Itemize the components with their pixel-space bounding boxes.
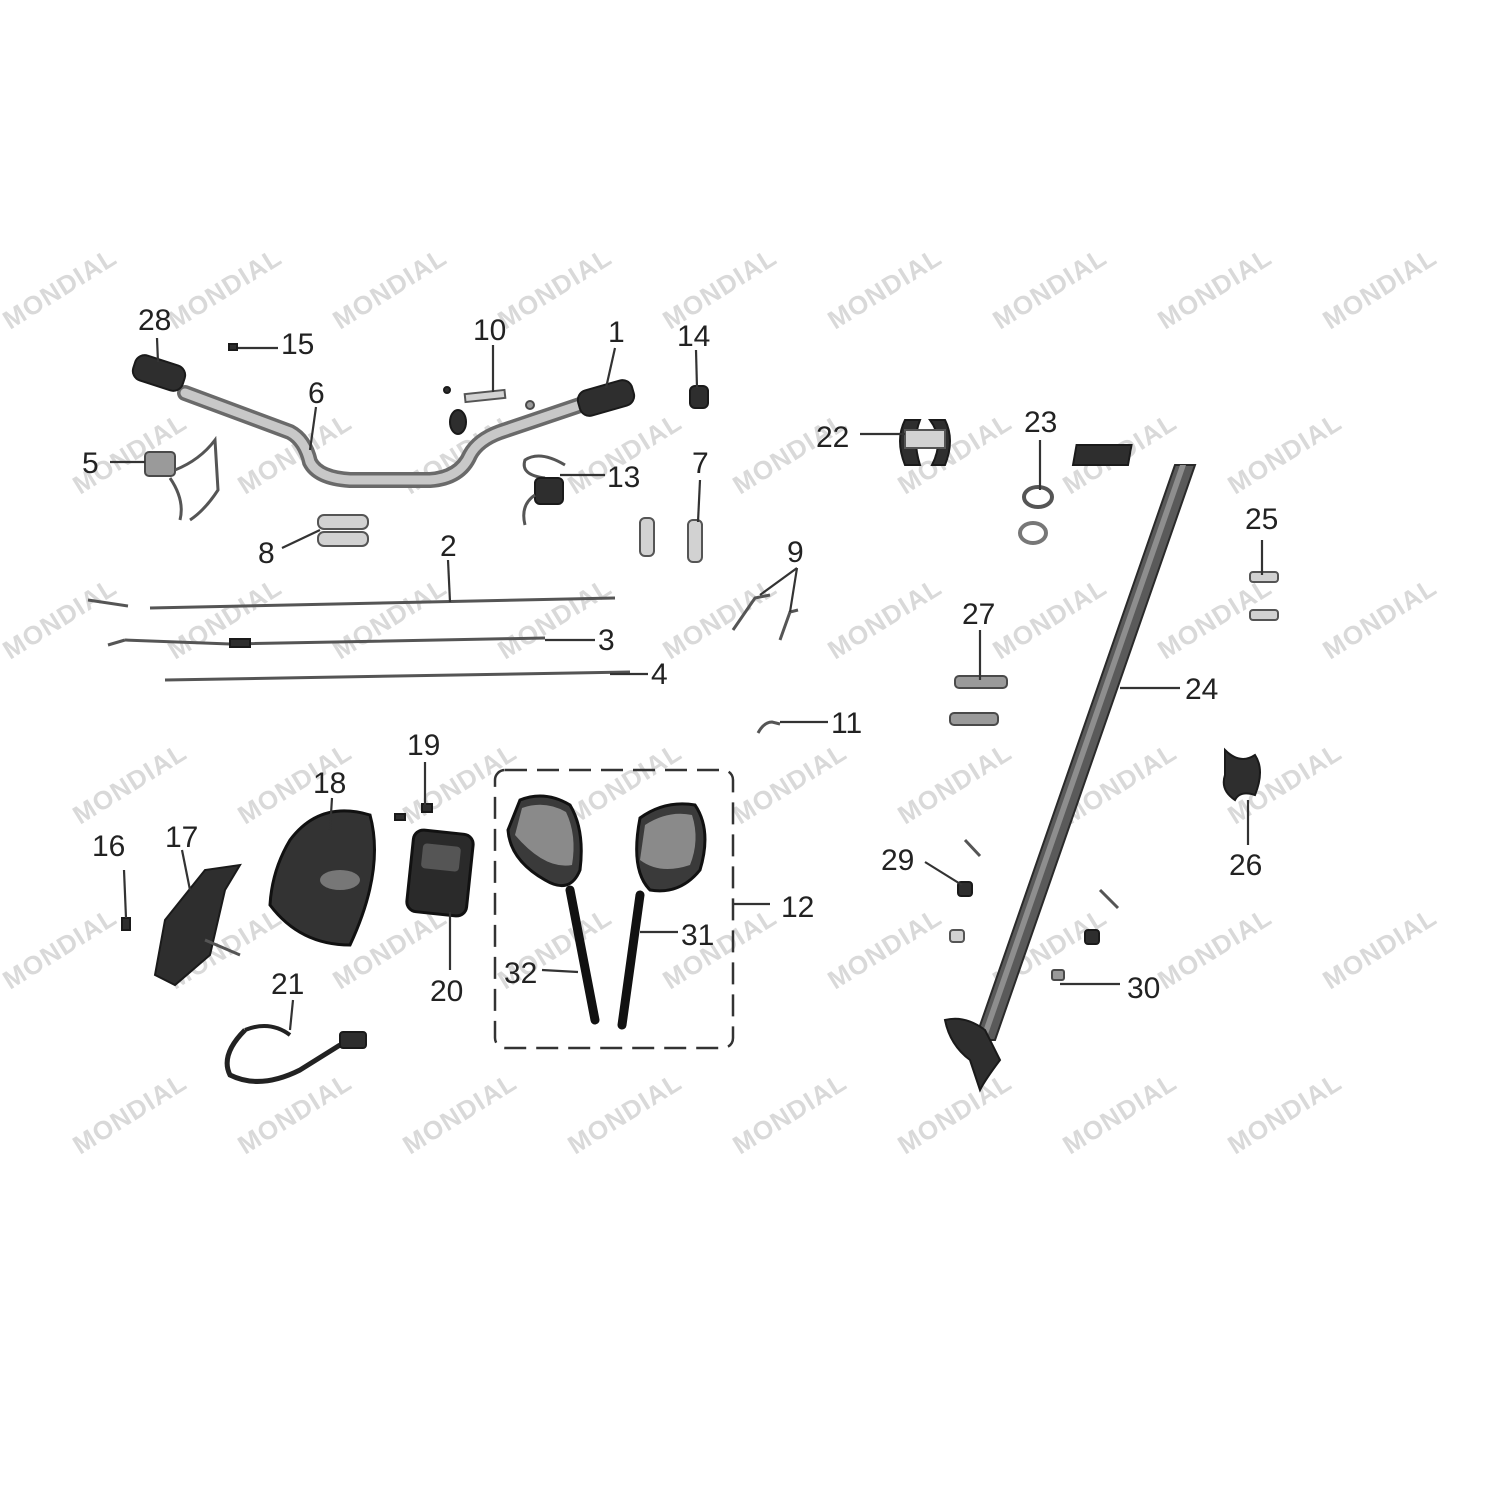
callout-28: 28	[138, 304, 171, 337]
watermark-text: MONDIAL	[67, 1067, 192, 1160]
callout-29: 29	[881, 844, 914, 877]
watermark-text: MONDIAL	[1317, 572, 1442, 665]
callout-11: 11	[831, 707, 862, 740]
callout-4: 4	[651, 658, 668, 691]
watermark-text: MONDIAL	[657, 242, 782, 335]
watermark-layer: MONDIAL MONDIAL MONDIAL MONDIAL MONDIAL MONDI…	[0, 242, 1442, 1160]
parts-layer	[87, 343, 1279, 1093]
watermark-text: MONDIAL	[0, 242, 122, 335]
callout-14: 14	[677, 320, 710, 353]
watermark-text: MONDIAL	[1222, 407, 1347, 500]
left-grip	[131, 354, 187, 392]
watermark-text: MONDIAL	[327, 572, 452, 665]
watermark-text: MONDIAL	[562, 1067, 687, 1160]
watermark-text: MONDIAL	[0, 902, 122, 995]
watermark-text: MONDIAL	[657, 572, 782, 665]
watermark-text: MONDIAL	[492, 242, 617, 335]
callout-2: 2	[440, 530, 457, 563]
watermark-text: MONDIAL	[0, 572, 122, 665]
screws	[394, 803, 433, 821]
mounting-plate	[153, 863, 242, 987]
watermark-text: MONDIAL	[1152, 902, 1277, 995]
watermark-text: MONDIAL	[1317, 242, 1442, 335]
callout-15: 15	[281, 328, 314, 361]
callout-8: 8	[258, 537, 275, 570]
callout-1: 1	[608, 316, 625, 349]
handlebar-clamp	[317, 514, 369, 547]
washers	[1018, 485, 1054, 545]
switch-unit	[522, 454, 566, 526]
watermark-text: MONDIAL	[162, 572, 287, 665]
leader-lines	[110, 337, 1264, 1031]
watermark-text: MONDIAL	[727, 737, 852, 830]
small-fasteners	[949, 838, 1120, 981]
callout-20: 20	[430, 975, 463, 1008]
bracket	[1222, 747, 1261, 802]
callout-31: 31	[681, 919, 714, 952]
cap	[689, 385, 709, 409]
watermark-text: MONDIAL	[1222, 1067, 1347, 1160]
callout-6: 6	[308, 377, 325, 410]
callout-19: 19	[407, 729, 440, 762]
callout-13: 13	[607, 461, 640, 494]
long-bolts	[949, 675, 1008, 726]
left-mirror	[506, 794, 600, 1025]
callout-labels: 28 15 10 1 14 6 5 13 7 8 2 3 4 9 11 22 2…	[82, 304, 1278, 1008]
callout-10: 10	[473, 314, 506, 347]
right-mirror	[617, 802, 707, 1030]
watermark-text: MONDIAL	[67, 737, 192, 830]
small-bolts	[1249, 571, 1279, 621]
callout-32: 32	[504, 957, 537, 990]
callout-21: 21	[271, 968, 304, 1001]
watermark-text: MONDIAL	[822, 902, 947, 995]
callout-5: 5	[82, 447, 99, 480]
wire-harness	[224, 1024, 367, 1084]
callout-17: 17	[165, 821, 198, 854]
watermark-text: MONDIAL	[657, 902, 782, 995]
watermark-text: MONDIAL	[327, 242, 452, 335]
watermark-text: MONDIAL	[397, 1067, 522, 1160]
watermark-text: MONDIAL	[987, 572, 1112, 665]
callout-27: 27	[962, 598, 995, 631]
callout-23: 23	[1024, 406, 1057, 439]
clamp-bracket	[899, 419, 951, 466]
watermark-text: MONDIAL	[1057, 1067, 1182, 1160]
watermark-text: MONDIAL	[892, 1067, 1017, 1160]
instrument-unit	[405, 828, 475, 918]
watermark-text: MONDIAL	[822, 242, 947, 335]
brake-levers	[639, 517, 703, 563]
callout-18: 18	[313, 767, 346, 800]
small-clip	[756, 720, 781, 734]
control-cables	[87, 596, 631, 682]
right-grip	[576, 379, 636, 417]
watermark-text: MONDIAL	[162, 242, 287, 335]
lever-assembly	[144, 435, 220, 522]
callout-30: 30	[1127, 972, 1160, 1005]
callout-12: 12	[781, 891, 814, 924]
small-screw	[228, 343, 238, 351]
watermark-text: MONDIAL	[1317, 902, 1442, 995]
throttle-parts	[443, 386, 535, 435]
mirror-set-box	[493, 768, 735, 1050]
callout-25: 25	[1245, 503, 1278, 536]
callout-7: 7	[692, 447, 709, 480]
callout-9: 9	[787, 536, 804, 569]
watermark-text: MONDIAL	[822, 572, 947, 665]
callout-3: 3	[598, 624, 615, 657]
callout-16: 16	[92, 830, 125, 863]
watermark-text: MONDIAL	[1152, 242, 1277, 335]
callout-24: 24	[1185, 673, 1218, 706]
small-bolt	[121, 917, 131, 931]
watermark-text: MONDIAL	[727, 1067, 852, 1160]
watermark-text: MONDIAL	[892, 737, 1017, 830]
steering-column	[943, 444, 1197, 1093]
watermark-text: MONDIAL	[987, 242, 1112, 335]
callout-26: 26	[1229, 849, 1262, 882]
callout-22: 22	[816, 421, 849, 454]
